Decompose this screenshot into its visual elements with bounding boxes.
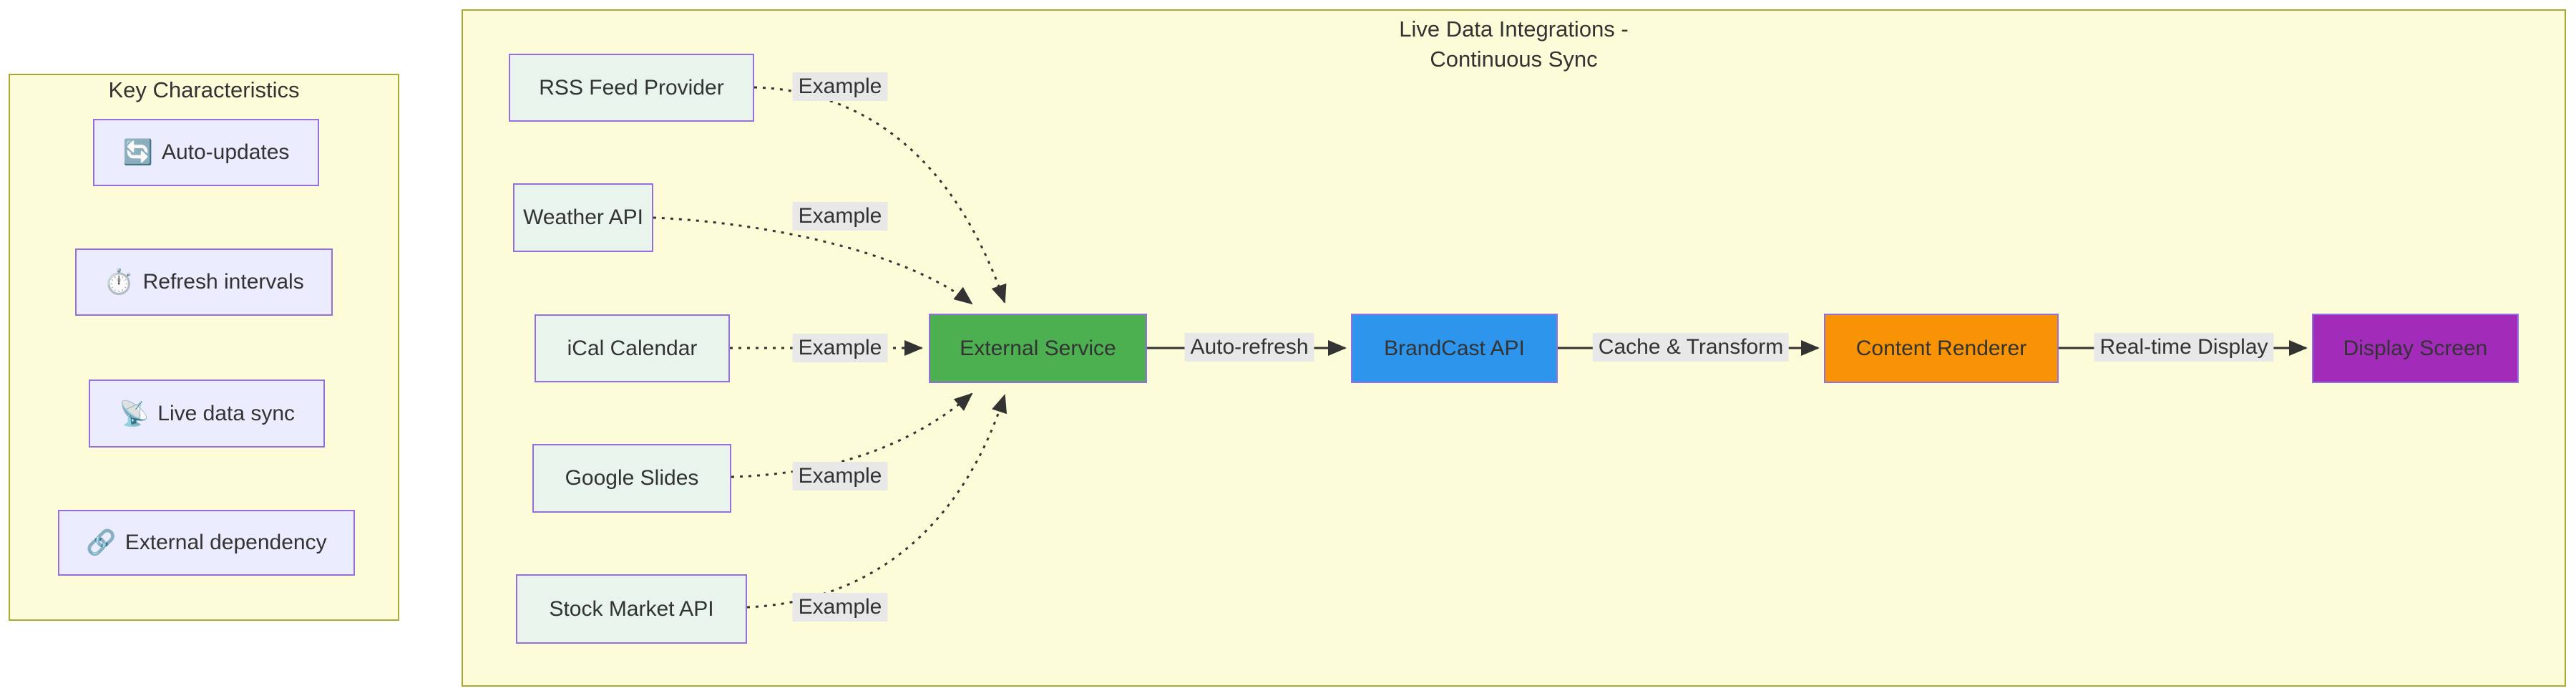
node-external-service: External Service: [929, 314, 1147, 383]
characteristic-auto-updates: 🔄 Auto-updates: [93, 119, 319, 186]
edge-weather-to-external-service: [653, 216, 973, 305]
edge-label-auto-refresh: Auto-refresh: [1184, 333, 1314, 362]
characteristic-label: Auto-updates: [161, 140, 290, 164]
characteristic-external-dependency: 🔗 External dependency: [58, 510, 355, 576]
node-rss-feed-provider: RSS Feed Provider: [509, 54, 754, 122]
edge-rss-to-external-service: [753, 86, 1007, 304]
characteristic-label: Live data sync: [157, 401, 296, 425]
edge-label-example-weather: Example: [792, 202, 888, 231]
node-weather-api: Weather API: [513, 183, 653, 252]
key-characteristics-title: Key Characteristics: [108, 77, 300, 102]
link-icon: 🔗: [86, 529, 117, 556]
stopwatch-icon: ⏱️: [104, 269, 135, 296]
satellite-antenna-icon: 📡: [118, 400, 150, 427]
characteristic-label: External dependency: [125, 531, 327, 554]
node-stock-market-api: Stock Market API: [516, 574, 747, 644]
live-data-integrations-title: Live Data Integrations - Continuous Sync: [462, 14, 2566, 74]
edge-stock-market-to-external-service: [746, 394, 1008, 609]
node-google-slides: Google Slides: [532, 444, 731, 513]
title-line-2: Continuous Sync: [1430, 47, 1598, 72]
characteristic-live-data-sync: 📡 Live data sync: [89, 380, 325, 448]
edge-label-cache-and-transform: Cache & Transform: [1592, 333, 1790, 362]
characteristic-label: Refresh intervals: [142, 270, 304, 294]
node-display-screen: Display Screen: [2312, 314, 2519, 383]
edge-label-example-google-slides: Example: [792, 462, 888, 490]
characteristic-refresh-intervals: ⏱️ Refresh intervals: [75, 248, 333, 316]
node-ical-calendar: iCal Calendar: [535, 314, 730, 382]
node-brandcast-api: BrandCast API: [1351, 314, 1558, 383]
title-line-1: Live Data Integrations -: [1399, 16, 1629, 42]
edge-label-real-time-display: Real-time Display: [2094, 333, 2274, 362]
edge-label-example-ical: Example: [792, 334, 888, 362]
edge-label-example-rss: Example: [792, 72, 888, 101]
node-content-renderer: Content Renderer: [1824, 314, 2059, 383]
edge-label-example-stock-market: Example: [792, 593, 888, 622]
auto-update-arrows-icon: 🔄: [122, 139, 153, 166]
